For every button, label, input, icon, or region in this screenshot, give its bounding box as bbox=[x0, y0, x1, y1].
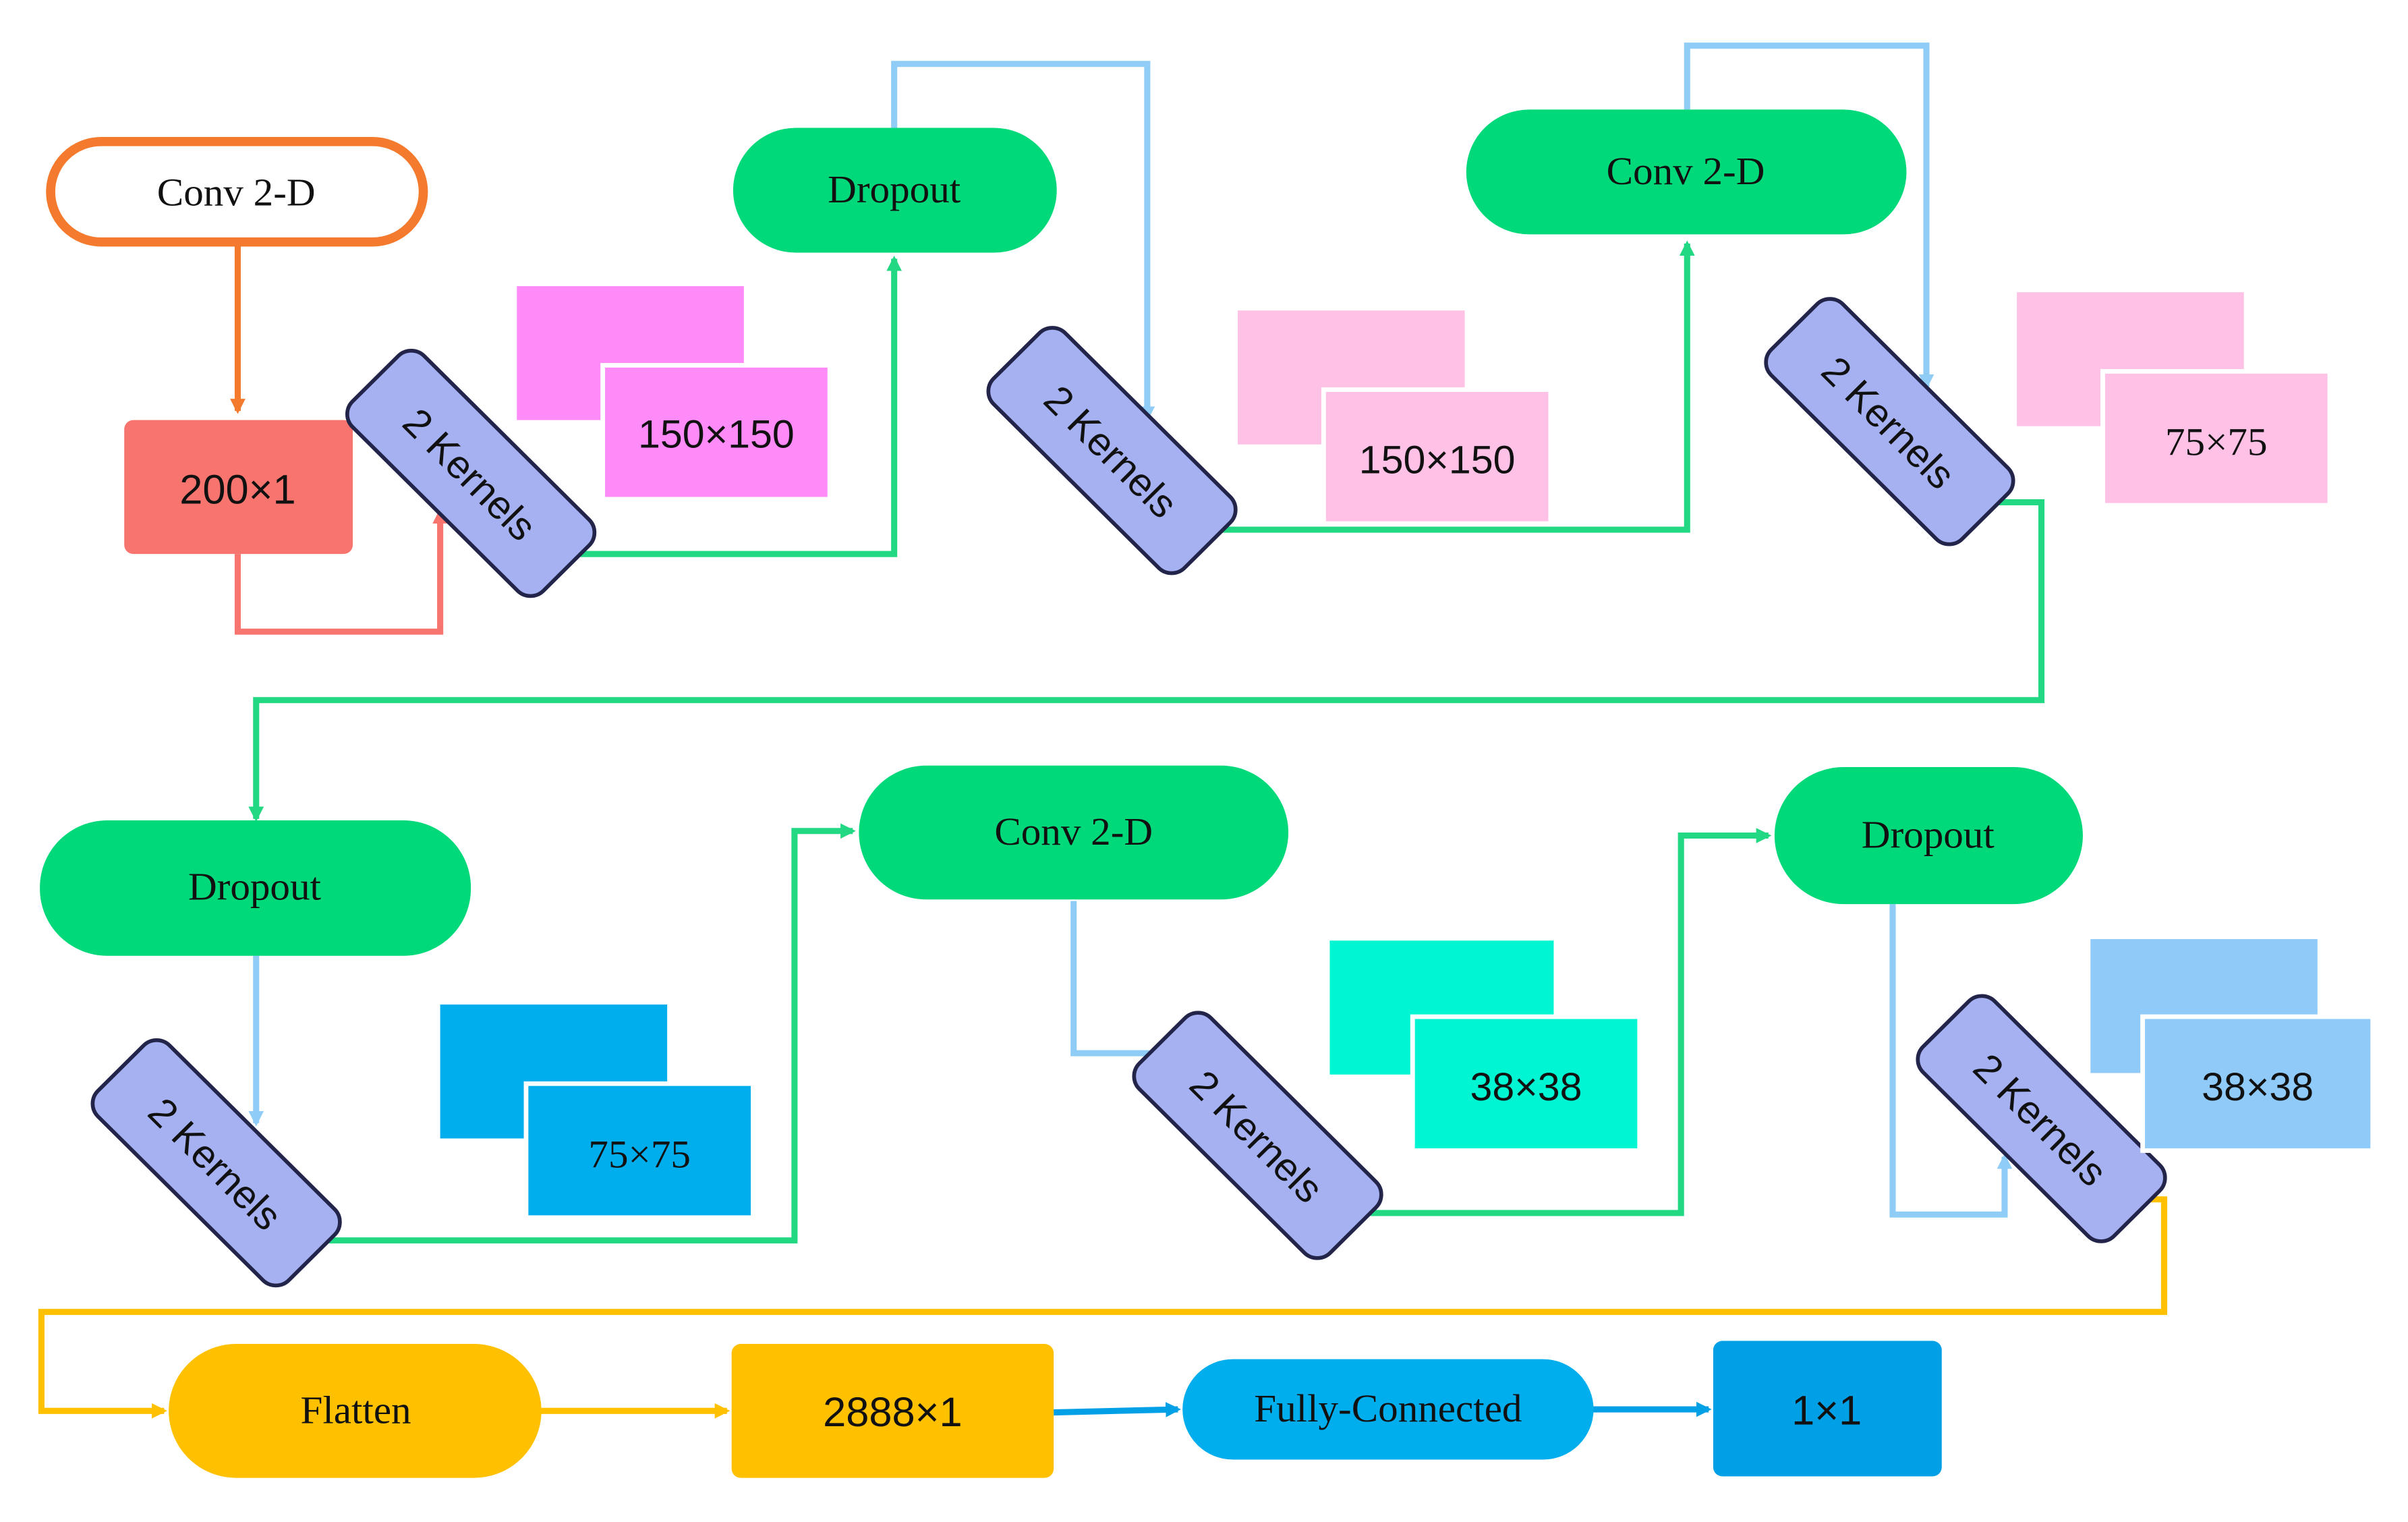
input-size-label: 200×1 bbox=[179, 467, 295, 513]
arrow-input-to-kernel1 bbox=[234, 508, 448, 635]
conv2d-node-3-label: Conv 2-D bbox=[994, 810, 1153, 853]
fully-connected-node: Fully-Connected bbox=[1182, 1359, 1594, 1460]
arrow-kernel5-to-dropout3 bbox=[1340, 828, 1772, 1216]
kernels-node-3: 2 Kernels bbox=[1764, 297, 2015, 546]
feature-map-1: 150×150 bbox=[517, 286, 832, 502]
flattened-size-box: 2888×1 bbox=[731, 1344, 1054, 1478]
kernels-node-4: 2 Kernels bbox=[90, 1038, 342, 1288]
fully-connected-node-label: Fully-Connected bbox=[1254, 1386, 1522, 1430]
dropout-node-3-label: Dropout bbox=[1862, 813, 1995, 857]
dropout-node-3: Dropout bbox=[1774, 767, 2083, 905]
flatten-node-label: Flatten bbox=[300, 1388, 411, 1432]
feature-map-4: 75×75 bbox=[440, 1004, 755, 1220]
arrow-dropout3-to-kernel6 bbox=[1889, 904, 2013, 1218]
flattened-size-label: 2888×1 bbox=[823, 1389, 963, 1435]
arrow-kernel4-to-conv3 bbox=[294, 823, 856, 1244]
conv2d-node-2: Conv 2-D bbox=[1466, 109, 1907, 235]
dropout-node-1-label: Dropout bbox=[828, 167, 961, 211]
feature-map-6-label: 38×38 bbox=[2202, 1065, 2314, 1109]
dropout-node-2-label: Dropout bbox=[188, 865, 322, 909]
arrow-conv3-to-kernel5 bbox=[1070, 901, 1181, 1061]
input-size-box: 200×1 bbox=[124, 420, 353, 555]
conv2d-node-1: Conv 2-D bbox=[46, 137, 428, 247]
arrow-kernel1-to-dropout1 bbox=[549, 256, 902, 557]
arrow-kernel3-to-dropout2 bbox=[248, 499, 2045, 822]
arrow-kernel2-to-conv2 bbox=[1193, 240, 1695, 533]
dropout-node-2: Dropout bbox=[40, 820, 471, 956]
feature-map-2-label: 150×150 bbox=[1359, 439, 1516, 482]
kernels-node-2: 2 Kernels bbox=[986, 326, 1238, 575]
dropout-node-1: Dropout bbox=[733, 128, 1057, 253]
conv2d-node-1-label: Conv 2-D bbox=[157, 171, 316, 215]
connectors bbox=[38, 43, 2168, 1419]
arrow-dropout1-to-kernel2 bbox=[891, 61, 1155, 422]
flatten-node: Flatten bbox=[169, 1344, 542, 1478]
feature-map-3-label: 75×75 bbox=[2165, 420, 2268, 464]
feature-map-1-label: 150×150 bbox=[638, 412, 795, 456]
feature-map-4-label: 75×75 bbox=[588, 1133, 691, 1177]
feature-map-3: 75×75 bbox=[2017, 292, 2332, 508]
feature-map-5: 38×38 bbox=[1329, 940, 1642, 1153]
output-size-label: 1×1 bbox=[1791, 1388, 1862, 1434]
feature-map-2: 150×150 bbox=[1238, 310, 1553, 526]
arrow-size-to-fc bbox=[1054, 1402, 1181, 1417]
conv2d-node-2-label: Conv 2-D bbox=[1607, 149, 1765, 193]
output-size-box: 1×1 bbox=[1713, 1341, 1942, 1477]
feature-map-5-label: 38×38 bbox=[1470, 1065, 1582, 1109]
conv2d-node-3: Conv 2-D bbox=[859, 765, 1289, 900]
feature-map-6: 38×38 bbox=[2090, 938, 2376, 1153]
arrow-conv2-to-kernel3 bbox=[1684, 43, 1934, 390]
arrow-kernel6-to-flatten bbox=[38, 1196, 2168, 1419]
